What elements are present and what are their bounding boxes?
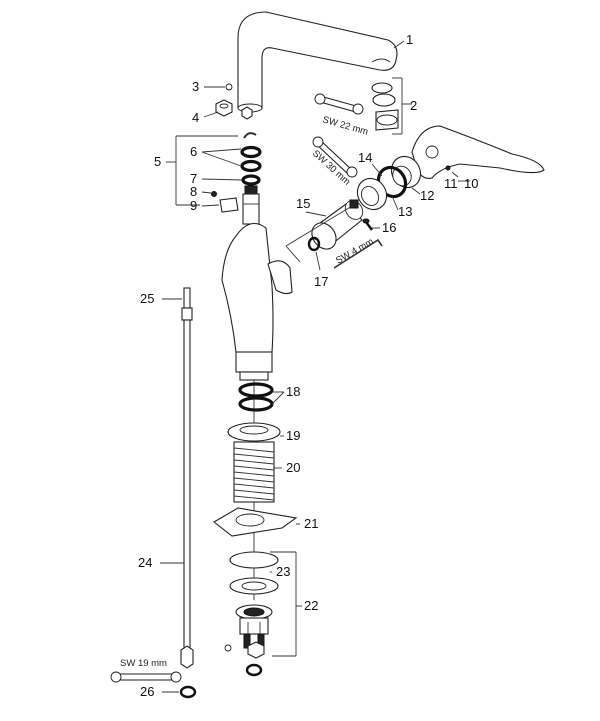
label-3: 3 <box>192 79 199 94</box>
label-13: 13 <box>398 204 412 219</box>
label-12: 12 <box>420 188 434 203</box>
label-18: 18 <box>286 384 300 399</box>
wrench-sw22-icon <box>314 93 364 115</box>
label-1: 1 <box>406 32 413 47</box>
label-6: 6 <box>190 144 197 159</box>
wrench-size-sw4: SW 4 mm <box>334 236 376 266</box>
wrench-sw30-icon <box>312 136 358 178</box>
mounting-plate-21 <box>213 507 298 537</box>
label-20: 20 <box>286 460 300 475</box>
label-23: 23 <box>276 564 290 579</box>
hose-24 <box>180 287 194 669</box>
label-4: 4 <box>192 110 199 125</box>
label-19: 19 <box>286 428 300 443</box>
connector-column <box>242 185 260 225</box>
faucet-body <box>221 222 293 600</box>
bracket-22 <box>270 551 302 657</box>
screw-16 <box>362 218 373 231</box>
lever-handle-10 <box>411 125 545 179</box>
label-2: 2 <box>410 98 417 113</box>
wrench-sw4-icon <box>333 238 383 269</box>
wrench-size-sw19: SW 19 mm <box>120 658 167 669</box>
spout <box>237 11 398 113</box>
wrench-sw19-icon <box>110 671 182 683</box>
label-25: 25 <box>140 291 154 306</box>
bracket-5 <box>166 135 238 206</box>
aerator-part-2 <box>371 82 399 131</box>
label-15: 15 <box>296 196 310 211</box>
nut-part-4 <box>215 99 253 120</box>
label-21: 21 <box>304 516 318 531</box>
label-8: 8 <box>190 184 197 199</box>
label-22: 22 <box>304 598 318 613</box>
label-14: 14 <box>358 150 372 165</box>
flange-19 <box>227 422 281 442</box>
label-7: 7 <box>190 171 197 186</box>
threaded-sleeve-20 <box>233 441 275 503</box>
label-26: 26 <box>140 684 154 699</box>
wrench-size-sw22: SW 22 mm <box>321 114 369 138</box>
label-10: 10 <box>464 176 478 191</box>
label-24: 24 <box>138 555 152 570</box>
label-17: 17 <box>314 274 328 289</box>
label-16: 16 <box>382 220 396 235</box>
label-9: 9 <box>190 198 197 213</box>
label-11: 11 <box>444 176 458 191</box>
label-5: 5 <box>154 154 161 169</box>
